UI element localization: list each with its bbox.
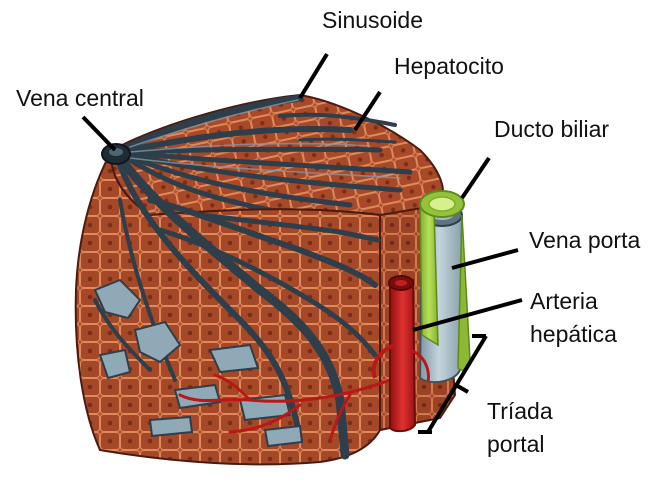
label-vena-porta: Vena porta [529, 224, 640, 256]
label-vena-central: Vena central [16, 82, 144, 114]
leader-line-vena-central [83, 117, 115, 150]
label-arteria-line2: hepática [530, 318, 617, 350]
block-top-face [111, 95, 443, 215]
label-triada-line1: Tríada [487, 395, 553, 427]
label-hepatocito: Hepatocito [394, 50, 504, 82]
label-sinusoide: Sinusoide [322, 4, 423, 36]
label-arteria-line1: Arteria [530, 285, 598, 317]
label-triada-line2: portal [487, 428, 545, 460]
label-ducto-biliar: Ducto biliar [494, 113, 609, 145]
leader-line-ducto-biliar [462, 158, 489, 198]
central-vein [102, 144, 130, 164]
leader-line-sinusoide [300, 54, 327, 98]
